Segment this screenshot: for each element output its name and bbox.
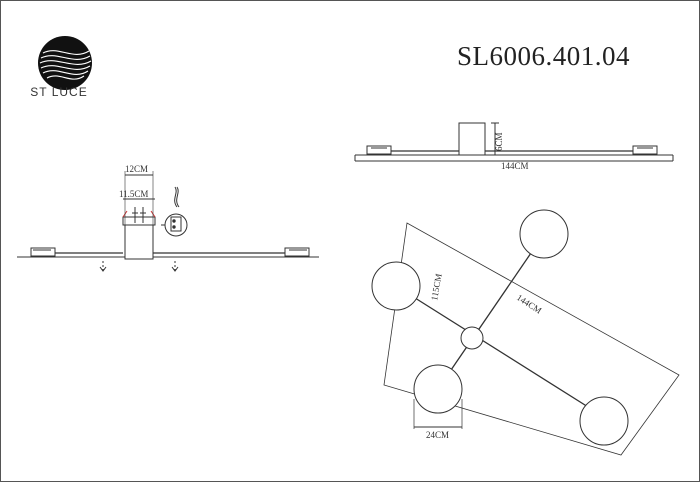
front-view [354,122,674,162]
diagonal-length-label: 144CM [515,292,544,315]
side-view [17,171,319,273]
canopy-height-label: 6CM [494,132,504,151]
top-view [371,209,680,456]
model-number: SL6006.401.04 [457,41,631,71]
side-width-label: 12CM [125,164,148,174]
front-length-label: 144CM [501,161,529,171]
brand-name: ST LUCE [30,85,88,99]
brand-logo-icon [38,36,92,90]
diagonal-width-label: 115CM [429,273,444,301]
side-inner-width-label: 11.5CM [119,189,148,199]
shade-diameter-label: 24CM [426,430,449,440]
